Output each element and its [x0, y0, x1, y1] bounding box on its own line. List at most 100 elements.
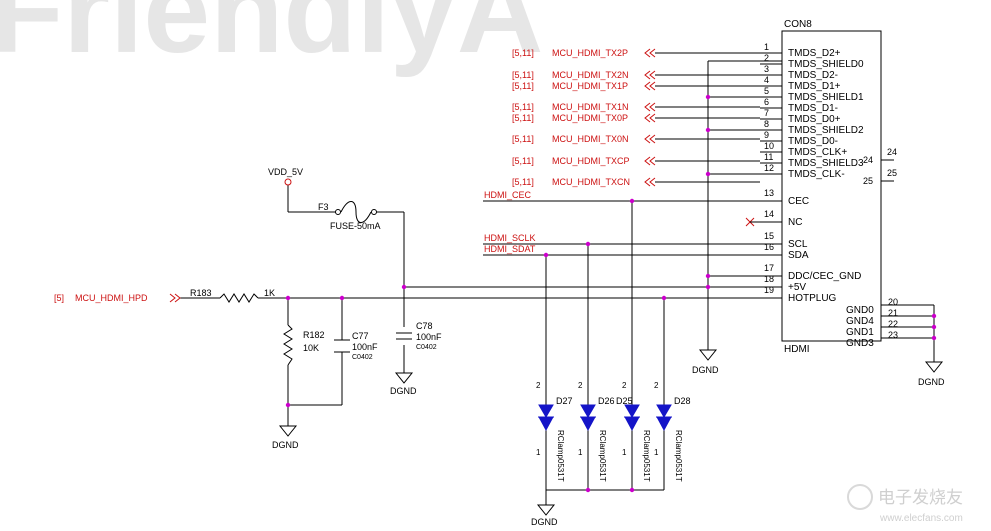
pin-number: 7 — [764, 108, 769, 118]
port-arrow-icon — [644, 156, 656, 166]
pin-number: 8 — [764, 119, 769, 129]
connector-con8: CON8 HDMI 1TMDS_D2+2TMDS_SHIELD03TMDS_D2… — [760, 19, 898, 355]
fuse-f3: F3 FUSE-50mA — [318, 201, 381, 231]
ground-icon — [536, 504, 556, 516]
diode-icon — [538, 404, 554, 418]
junction-dot — [585, 241, 591, 247]
pin-label: DDC/CEC_GND — [788, 271, 861, 282]
pin-label: CEC — [788, 196, 809, 207]
port-ref: [5,11] — [512, 156, 534, 166]
net-hdmi-cec: HDMI_CEC — [484, 190, 532, 200]
junction-dot — [931, 313, 937, 319]
pin-label: TMDS_D2- — [788, 70, 838, 81]
port-arrow-icon — [644, 48, 656, 58]
connector-pins: 1TMDS_D2+2TMDS_SHIELD03TMDS_D2-4TMDS_D1+… — [760, 42, 898, 349]
pin-number: 2 — [764, 53, 769, 63]
resistor-r183: R183 1K — [190, 288, 275, 303]
port-ref: [5,11] — [512, 177, 534, 187]
port-name: MCU_HDMI_TX2P — [552, 48, 628, 58]
diode-part: RClamp0531T — [598, 430, 607, 482]
diode-ref: D25 — [616, 396, 633, 406]
pin-number: 14 — [764, 209, 774, 219]
diode-icon — [624, 404, 640, 418]
pin-number-inner: 25 — [863, 176, 873, 186]
ground-label: DGND — [272, 440, 299, 450]
port-arrow-icon — [644, 70, 656, 80]
junction-dot — [401, 284, 407, 290]
ground-icon — [278, 425, 298, 437]
ground: DGND — [918, 361, 945, 387]
diode-pin-bottom: 1 — [536, 448, 541, 457]
pin-label: GND0 — [846, 305, 874, 316]
ground-icon — [698, 349, 718, 361]
r183-ref: R183 — [190, 288, 212, 298]
pin-label: TMDS_D0- — [788, 136, 838, 147]
watermark-text: FriendlyA — [0, 0, 543, 78]
diode-pin-bottom: 1 — [654, 448, 659, 457]
pin-number: 16 — [764, 242, 774, 252]
pin-label: NC — [788, 217, 802, 228]
pin-label: TMDS_D1- — [788, 103, 838, 114]
pin-number: 5 — [764, 86, 769, 96]
pin-label: GND1 — [846, 327, 874, 338]
port-mcu_hdmi_txcp: [5,11] MCU_HDMI_TXCP — [512, 156, 760, 166]
junction-dot — [705, 171, 711, 177]
pin-number: 23 — [888, 330, 898, 340]
nc-marker-icon — [745, 217, 782, 227]
pin-label: TMDS_SHIELD2 — [788, 125, 864, 136]
net-labels: HDMI_CEC HDMI_SCLK HDMI_SDAT — [484, 190, 536, 254]
junction-dot — [705, 127, 711, 133]
diode-icon — [580, 404, 596, 418]
connector-body — [781, 30, 882, 342]
pin-number: 15 — [764, 231, 774, 241]
ground: DGND — [531, 504, 558, 527]
port-name: MCU_HDMI_TXCP — [552, 156, 630, 166]
hpd-port-name: MCU_HDMI_HPD — [75, 293, 148, 303]
port-mcu_hdmi_tx1p: [5,11]MCU_HDMI_TX1P — [512, 81, 760, 91]
diode-part: RClamp0531T — [556, 430, 565, 482]
pin-label: SDA — [788, 250, 809, 261]
ground-label: DGND — [918, 377, 945, 387]
pin-number: 20 — [888, 297, 898, 307]
junction-dot — [285, 295, 291, 301]
net-hdmi-sclk: HDMI_SCLK — [484, 233, 536, 243]
port-arrow-icon — [644, 113, 656, 123]
port-name: MCU_HDMI_TX0P — [552, 113, 628, 123]
resistor-r182: R182 10K — [283, 324, 325, 366]
junction-dot — [339, 295, 345, 301]
pin-number: 13 — [764, 188, 774, 198]
pin-label: SCL — [788, 239, 808, 250]
pin-label: GND3 — [846, 338, 874, 349]
diode-pin-top: 2 — [536, 381, 541, 390]
junction-dot — [585, 487, 591, 493]
port-mcu_hdmi_tx0n: [5,11]MCU_HDMI_TX0N — [512, 134, 760, 144]
r183-value: 1K — [264, 288, 275, 298]
logo-icon — [847, 484, 873, 510]
capacitor-c78: C78 100nF C0402 — [396, 321, 442, 351]
ground: DGND — [272, 425, 299, 450]
port-name: MCU_HDMI_TX2N — [552, 70, 629, 80]
pin-number: 3 — [764, 64, 769, 74]
pin-number: 11 — [764, 152, 773, 162]
pin-number: 12 — [764, 163, 774, 173]
connector-ref: CON8 — [784, 19, 812, 30]
pin-number: 1 — [764, 42, 769, 52]
port-arrow-icon — [644, 102, 656, 112]
vdd-5v: VDD_5V — [268, 167, 303, 186]
port-name: MCU_HDMI_TX0N — [552, 134, 629, 144]
pin-label: TMDS_D0+ — [788, 114, 841, 125]
pin-number: 19 — [764, 285, 774, 295]
pin-number: 17 — [764, 263, 774, 273]
port-arrow-icon — [644, 134, 656, 144]
vdd-label: VDD_5V — [268, 167, 303, 177]
pin-label: +5V — [788, 282, 806, 293]
diode-ref: D26 — [598, 396, 615, 406]
